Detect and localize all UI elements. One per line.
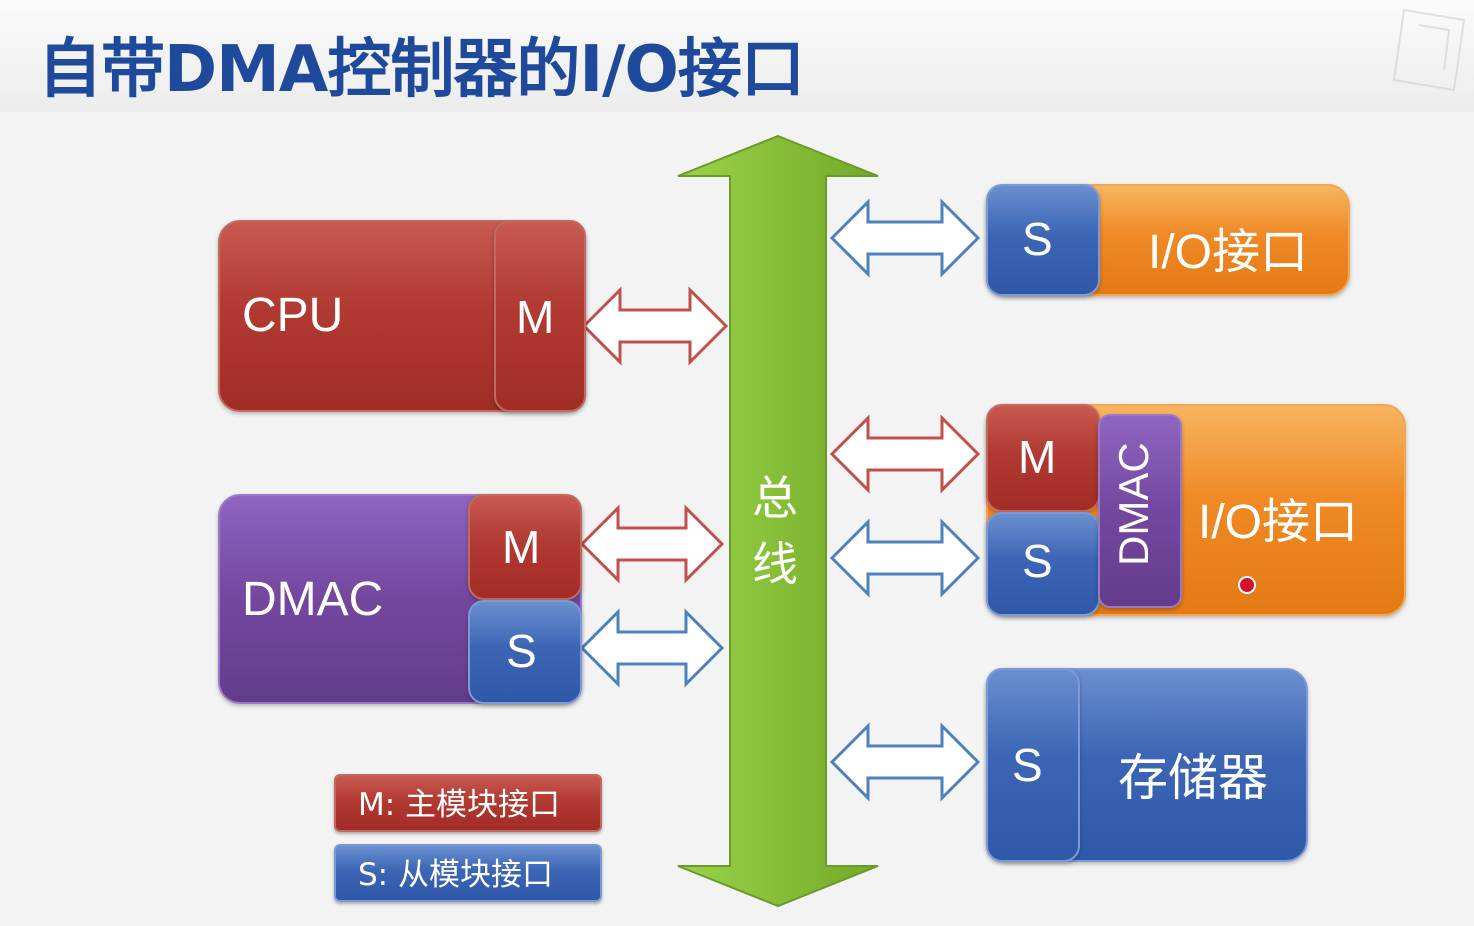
io-mid-label: I/O接口 — [1198, 496, 1359, 549]
bus-label-1: 总 — [752, 472, 798, 524]
dmac-label: DMAC — [242, 573, 384, 626]
bus-arrow — [677, 134, 879, 908]
slide-title: 自带DMA控制器的I/O接口 — [38, 33, 805, 107]
arrow-bus-io-mid-slave — [829, 518, 981, 598]
arrow-dmac-slave-bus — [579, 608, 725, 688]
memory-label: 存储器 — [1118, 750, 1268, 806]
dmac-slave-port — [468, 600, 582, 704]
io-mid-slave-port-label: S — [1022, 535, 1053, 587]
io-top-slave-port-label: S — [1022, 213, 1053, 265]
dmac-master-port — [468, 494, 582, 600]
memory-slave-port — [986, 668, 1080, 862]
io-top-label: I/O接口 — [1148, 226, 1309, 279]
corner-decoration-icon — [1392, 8, 1466, 92]
mouse-pointer-icon — [1238, 576, 1256, 594]
bus-label-2: 线 — [752, 538, 798, 590]
cpu-label: CPU — [242, 289, 344, 342]
io-mid-dmac — [1098, 414, 1182, 608]
io-top-slave-port — [986, 184, 1100, 296]
legend-master: M: 主模块接口 — [334, 774, 602, 832]
cpu-master-port — [494, 220, 586, 412]
io-mid-master-port-label: M — [1018, 431, 1057, 483]
memory-slave-port-label: S — [1012, 739, 1043, 791]
io-mid-master-port — [986, 404, 1100, 512]
arrow-cpu-bus — [581, 286, 729, 366]
title-band — [0, 0, 1474, 112]
arrow-bus-io-top — [829, 198, 981, 278]
arrow-dmac-master-bus — [579, 504, 725, 584]
dmac-slave-port-label: S — [506, 625, 537, 677]
dmac-master-port-label: M — [502, 521, 541, 573]
legend-slave: S: 从模块接口 — [334, 844, 602, 902]
arrow-bus-memory — [829, 722, 981, 802]
cpu-master-port-label: M — [516, 291, 555, 343]
arrow-bus-io-mid-master — [829, 414, 981, 494]
io-mid-dmac-label: DMAC — [1110, 442, 1157, 566]
io-mid-slave-port — [986, 512, 1100, 616]
